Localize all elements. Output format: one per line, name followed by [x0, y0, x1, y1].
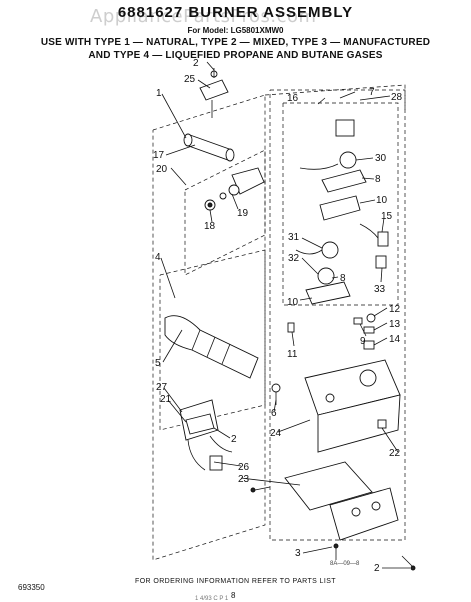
document-number: 693350	[18, 583, 45, 592]
callout-11: 11	[287, 349, 298, 360]
callout-22: 22	[389, 448, 401, 459]
gas-type-line-1: USE WITH TYPE 1 — NATURAL, TYPE 2 — MIXE…	[40, 37, 431, 48]
callout-32: 32	[288, 253, 300, 264]
page-number: 8	[231, 591, 236, 600]
orifice-tube	[183, 133, 235, 162]
callout-28: 28	[391, 92, 403, 103]
callout-17: 17	[153, 150, 165, 161]
callout-26: 26	[238, 462, 250, 473]
wiring-connectors	[359, 223, 389, 269]
manifold-plate	[284, 461, 399, 541]
callout-14: 14	[389, 334, 401, 345]
callout-9: 9	[360, 336, 366, 347]
callout-12: 12	[389, 304, 401, 315]
callout-20: 20	[156, 164, 168, 175]
callout-1: 1	[156, 88, 162, 99]
callout-2-igniter: 2	[231, 434, 237, 445]
assembly-outline	[152, 84, 406, 561]
callout-21: 21	[160, 394, 172, 405]
model-number: For Model: LG5801XMW0	[187, 26, 284, 35]
callout-18: 18	[204, 221, 216, 232]
page-title: 6881627 BURNER ASSEMBLY	[117, 4, 354, 21]
callout-7: 7	[369, 87, 375, 98]
callout-10-upper: 10	[376, 195, 388, 206]
callout-15: 15	[381, 211, 393, 222]
drawing-code: 8A—09—8	[330, 561, 360, 567]
top-bracket	[199, 68, 229, 118]
callout-3: 3	[295, 548, 301, 559]
callout-5: 5	[155, 358, 161, 369]
fitting-assembly	[184, 149, 266, 276]
valve-body	[304, 359, 401, 453]
callout-25: 25	[184, 74, 196, 85]
callout-13: 13	[389, 319, 401, 330]
leader-lines	[160, 61, 410, 569]
callout-30: 30	[375, 153, 387, 164]
burner	[164, 315, 281, 405]
callout-4: 4	[155, 252, 161, 263]
callout-2-bottom: 2	[374, 563, 380, 574]
callout-19: 19	[237, 208, 249, 219]
watermark: AppliancePartsPros.com	[90, 6, 317, 27]
callout-8-lower: 8	[340, 273, 346, 284]
callout-16: 16	[287, 93, 299, 104]
callout-6: 6	[271, 408, 277, 419]
callout-24: 24	[270, 428, 282, 439]
screws	[250, 486, 416, 571]
igniter-bracket	[179, 399, 233, 471]
solenoid-parts	[295, 119, 367, 305]
callout-2-top: 2	[193, 58, 199, 69]
callout-10-lower: 10	[287, 297, 299, 308]
callout-23: 23	[238, 474, 250, 485]
callout-33: 33	[374, 284, 386, 295]
ordering-note: FOR ORDERING INFORMATION REFER TO PARTS …	[135, 578, 336, 585]
callout-8-upper: 8	[375, 174, 381, 185]
callout-27: 27	[156, 382, 168, 393]
callout-labels: 2 25 1 17 20 19 18 4 5 27 21 26 23 2 3 2…	[153, 58, 403, 574]
valve-small-parts	[287, 313, 376, 350]
callout-31: 31	[288, 232, 300, 243]
gas-type-line-2: AND TYPE 4 — LIQUEFIED PROPANE AND BUTAN…	[88, 50, 383, 61]
print-code: 1 4/93 C P 1	[195, 596, 229, 602]
